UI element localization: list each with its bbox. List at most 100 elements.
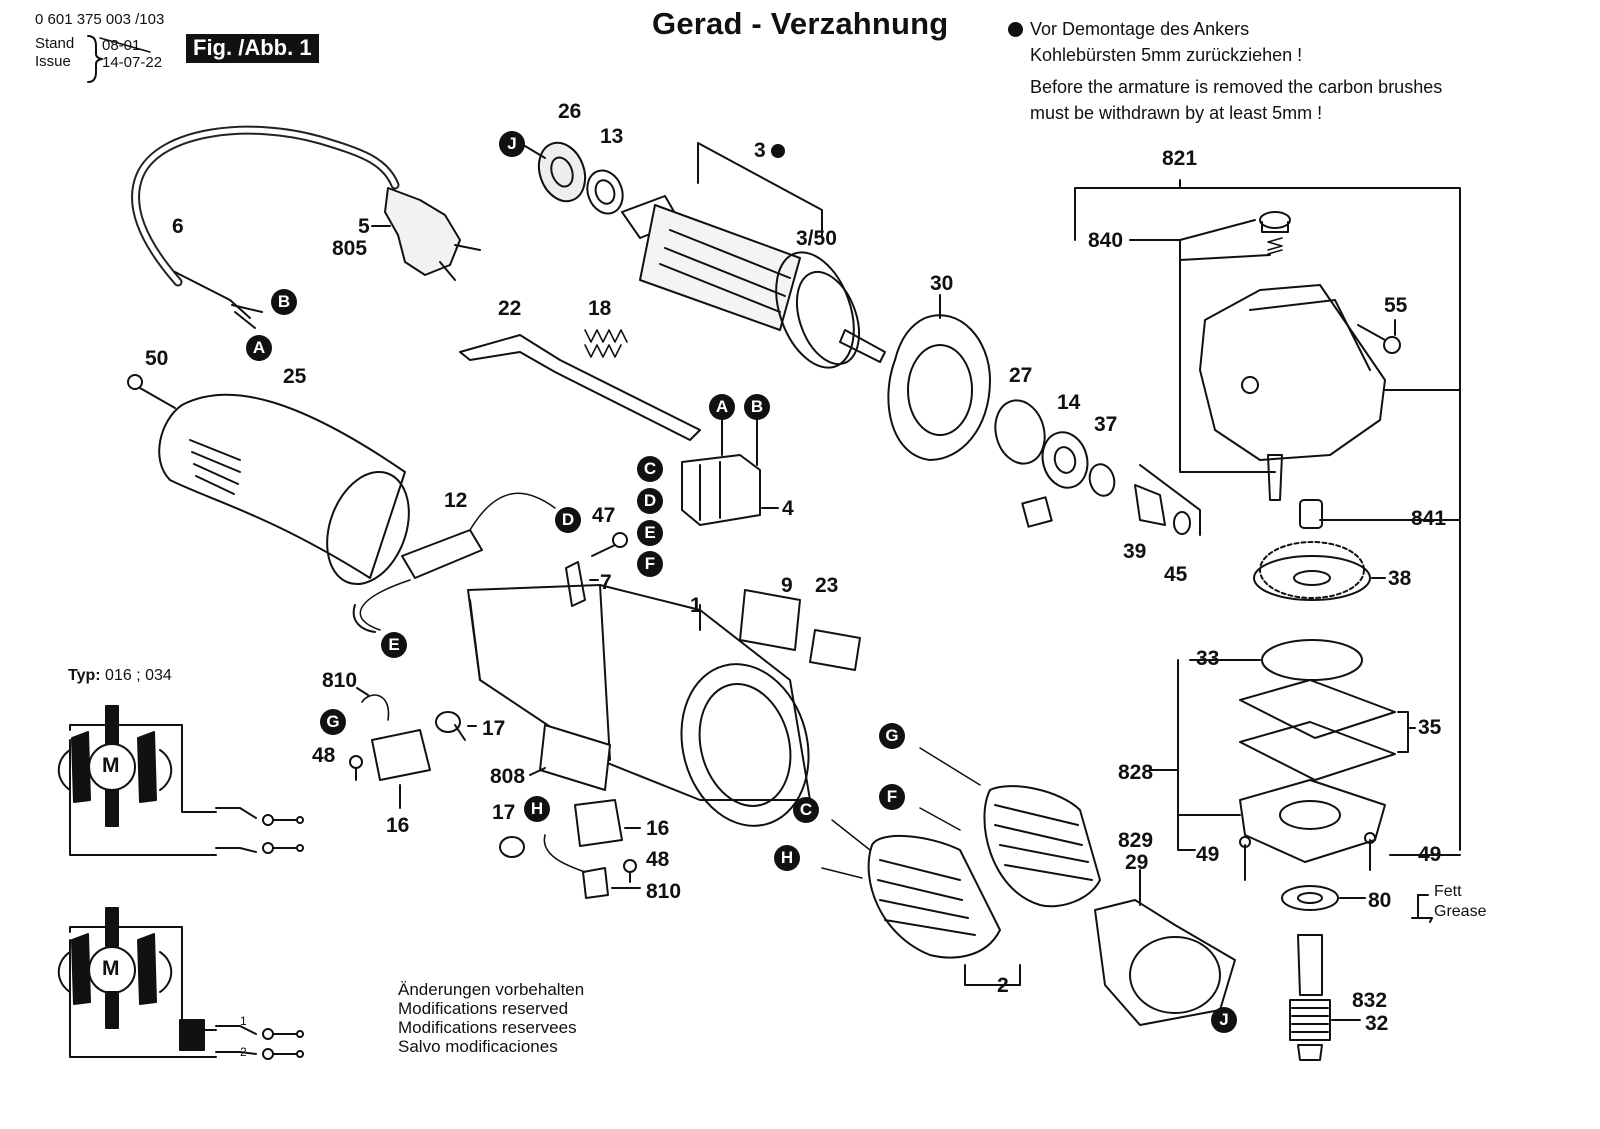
spring-17-right [499, 836, 525, 858]
capacitor-12 [359, 492, 556, 631]
plate-808 [539, 724, 611, 791]
part-label: 808 [490, 765, 526, 788]
part-label: 45 [1164, 563, 1188, 586]
part-label: 7 [600, 571, 612, 594]
part-label: 48 [646, 848, 670, 871]
bracket-821-lower [1139, 464, 1201, 536]
bevel-gear-38 [1253, 541, 1371, 601]
guard-29 [1094, 899, 1236, 1026]
bullet-icon [1008, 22, 1023, 37]
part-label: 9 [781, 574, 793, 597]
bracket-840-a [1129, 239, 1276, 473]
switch-digit: 1 [240, 1014, 247, 1028]
part-label: 1 [690, 594, 702, 617]
clip-7 [565, 561, 586, 607]
part-label: 832 [1352, 989, 1388, 1012]
nut-45 [1173, 511, 1191, 535]
callout-badge-D: D [555, 507, 581, 533]
field-coil-2 [867, 785, 1101, 959]
motor-symbol: M [102, 754, 120, 777]
callout-badge-J: J [1211, 1007, 1237, 1033]
issue-label: Issue [35, 53, 71, 70]
callout-badge-E: E [381, 632, 407, 658]
bullet-icon [771, 144, 785, 158]
switch-4 [681, 454, 761, 526]
pinion-39 [1134, 484, 1166, 526]
part-label: 821 [1162, 147, 1198, 170]
part-label: 25 [283, 365, 307, 388]
motor-housing-1 [467, 584, 811, 827]
page-title: Gerad - Verzahnung [652, 6, 949, 41]
callout-badge-H: H [524, 796, 550, 822]
date-brace [87, 35, 103, 83]
motor-symbol: M [102, 957, 120, 980]
modifications-en: Modifications reserved [398, 999, 569, 1018]
o-ring-33 [1261, 639, 1363, 681]
label-plate-9 [739, 589, 801, 651]
part-label: 6 [172, 215, 184, 238]
callout-badge-A: A [246, 335, 272, 361]
wiring-diagram-1 [57, 705, 304, 856]
plate-35-b [1239, 721, 1396, 781]
key-insert [1021, 496, 1053, 528]
leader-808 [529, 767, 546, 776]
part-label: 48 [312, 744, 336, 767]
part-label: 829 [1118, 829, 1154, 852]
leaders-840 [1179, 219, 1271, 261]
bracket-821 [1074, 187, 1461, 851]
bearing-cover-30 [887, 314, 991, 461]
part-label: 805 [332, 237, 368, 260]
modifications-de: Änderungen vorbehalten [398, 980, 585, 999]
spring-840 [1267, 237, 1283, 255]
part-label: 30 [930, 272, 954, 295]
part-label: 828 [1118, 761, 1154, 784]
callout-badge-A: A [709, 394, 735, 420]
part-label: 4 [782, 497, 794, 520]
part-label: 17 [492, 801, 516, 824]
screw-48-left [349, 755, 363, 781]
washer-80 [1281, 885, 1339, 911]
issue-date: 14-07-22 [102, 54, 163, 71]
part-label: 810 [322, 669, 358, 692]
part-label: 27 [1009, 364, 1033, 387]
coil-wires [821, 747, 981, 879]
part-label: 55 [1384, 294, 1408, 317]
plug-840 [1259, 211, 1291, 233]
housing-cover-25 [158, 393, 410, 586]
part-label: 2 [997, 974, 1009, 997]
strike-line [99, 37, 151, 53]
callout-badge-F: F [637, 551, 663, 577]
armature [621, 195, 886, 369]
mains-plug [384, 187, 481, 281]
gear-head-housing [1199, 284, 1386, 461]
button-23 [809, 629, 861, 671]
type-label: Typ: 016 ; 034 [68, 668, 172, 684]
part-label: 5 [358, 215, 370, 238]
bracket-828 [1177, 659, 1241, 851]
flange-assembly [1239, 779, 1386, 863]
type-value: 016 ; 034 [105, 667, 172, 684]
callout-badge-J: J [499, 131, 525, 157]
leader-J-26 [524, 145, 546, 159]
callout-badge-B: B [744, 394, 770, 420]
type-prefix: Typ: [68, 667, 101, 684]
leader-810-left [356, 687, 369, 696]
part-label: 39 [1123, 540, 1147, 563]
part-label: 35 [1418, 716, 1442, 739]
pin-840 [1267, 454, 1283, 501]
part-label: 12 [444, 489, 468, 512]
spring-18 [584, 329, 628, 358]
switch-digit: 2 [240, 1045, 247, 1059]
screw-47 [591, 532, 628, 557]
cord-wire-strands [231, 304, 263, 329]
callout-badge-H: H [774, 845, 800, 871]
callout-badge-G: G [879, 723, 905, 749]
part-label: 33 [1196, 647, 1220, 670]
part-label: 13 [600, 125, 624, 148]
washer-37 [1088, 463, 1116, 497]
part-label: 32 [1365, 1012, 1389, 1035]
bracket-3 [697, 142, 823, 236]
wiring-diagram-2 [57, 907, 304, 1060]
brush-holder-16-left [361, 694, 431, 781]
